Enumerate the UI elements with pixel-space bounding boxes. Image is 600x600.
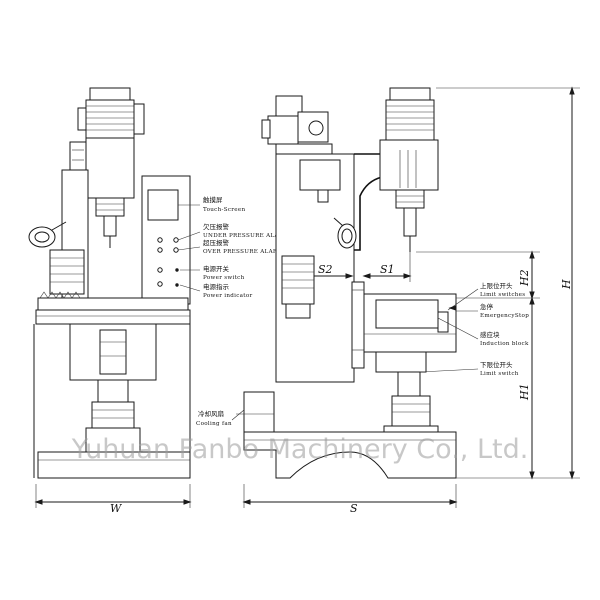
- power-indicator-lamp: [157, 281, 163, 287]
- side-chuck-housing: [395, 189, 425, 209]
- under-pressure-cn: 欠压报警: [203, 222, 230, 231]
- front-spindle-head: [85, 137, 135, 199]
- lower-limit-en: Limit switch: [480, 371, 519, 377]
- front-base: [37, 451, 191, 479]
- front-clamp: [97, 379, 129, 403]
- front-view: W: [28, 87, 192, 515]
- under-pressure-lamp: [157, 237, 163, 243]
- emergency-en: EmergencyStop: [480, 313, 529, 319]
- front-pump-motor: [49, 249, 85, 295]
- power-indicator-en: Power indicator: [203, 293, 252, 299]
- over-pressure-cn: 超压报警: [203, 238, 230, 247]
- side-base: [243, 431, 457, 479]
- front-table: [35, 309, 191, 325]
- cooling-fan: [243, 391, 275, 433]
- front-spindle: [103, 215, 117, 237]
- side-column-plate: [351, 281, 365, 369]
- front-labels: 触摸屏 Touch-Screen 欠压报警 UNDER PRESSURE ALA…: [203, 195, 288, 299]
- s1-dimension-label: S1: [380, 263, 395, 276]
- side-vise: [391, 395, 431, 427]
- lower-limit-cn: 下限位开头: [480, 360, 513, 369]
- front-vise: [91, 401, 135, 429]
- under-pressure-en: UNDER PRESSURE ALARE: [203, 233, 288, 239]
- induction-block: [375, 299, 439, 329]
- induction-cn: 感应块: [480, 330, 500, 339]
- front-chuck-housing: [95, 197, 125, 217]
- side-leaders: [236, 288, 479, 415]
- over-pressure-en: OVER PRESSURE ALARE: [203, 249, 282, 255]
- front-table-top: [37, 297, 189, 311]
- watermark-text: Yuhuan Fanbo Machinery Co., Ltd.: [71, 434, 529, 465]
- front-lamp: [28, 221, 67, 248]
- vertical-dimensions: H H1 H2: [416, 86, 580, 480]
- over-pressure-lamp: [157, 247, 163, 253]
- touch-screen-cn: 触摸屏: [203, 195, 223, 204]
- h1-dimension-label: H1: [518, 383, 531, 401]
- power-switch-en: Power switch: [203, 275, 245, 281]
- w-dimension-label: W: [110, 502, 123, 515]
- side-gearbox: [299, 159, 341, 191]
- front-motor: [77, 87, 145, 139]
- touch-screen: [147, 189, 179, 221]
- side-labels: 上限位开头 Limit switches 急停 EmergencyStop 感应…: [196, 281, 529, 427]
- front-vise-base: [85, 427, 141, 453]
- side-motor: [385, 87, 435, 141]
- side-clamp: [397, 371, 421, 397]
- h2-dimension-label: H2: [518, 269, 531, 287]
- side-spindle-head: [379, 139, 439, 191]
- power-indicator-cn: 电源指示: [203, 282, 230, 291]
- hydraulic-unit: [261, 95, 333, 155]
- s2-dimension-label: S2: [318, 263, 333, 276]
- emergency-cn: 急停: [480, 302, 494, 311]
- h-dimension-label: H: [560, 279, 573, 290]
- side-spindle: [403, 207, 417, 237]
- s-dimension-label: S: [350, 502, 358, 515]
- touch-screen-en: Touch-Screen: [203, 207, 245, 213]
- side-view: S S2 S1: [231, 87, 458, 515]
- power-switch-knob: [157, 267, 163, 273]
- front-leaders: [177, 204, 201, 292]
- upper-limit-en: Limit switches: [480, 292, 525, 298]
- cooling-fan-cn: 冷却风扇: [198, 409, 224, 418]
- upper-limit-cn: 上限位开头: [480, 281, 513, 290]
- power-switch-cn: 电源开关: [203, 264, 230, 273]
- side-lamp: [333, 217, 357, 249]
- cooling-fan-en: Cooling fan: [196, 421, 232, 427]
- induction-en: Induction block: [480, 341, 529, 347]
